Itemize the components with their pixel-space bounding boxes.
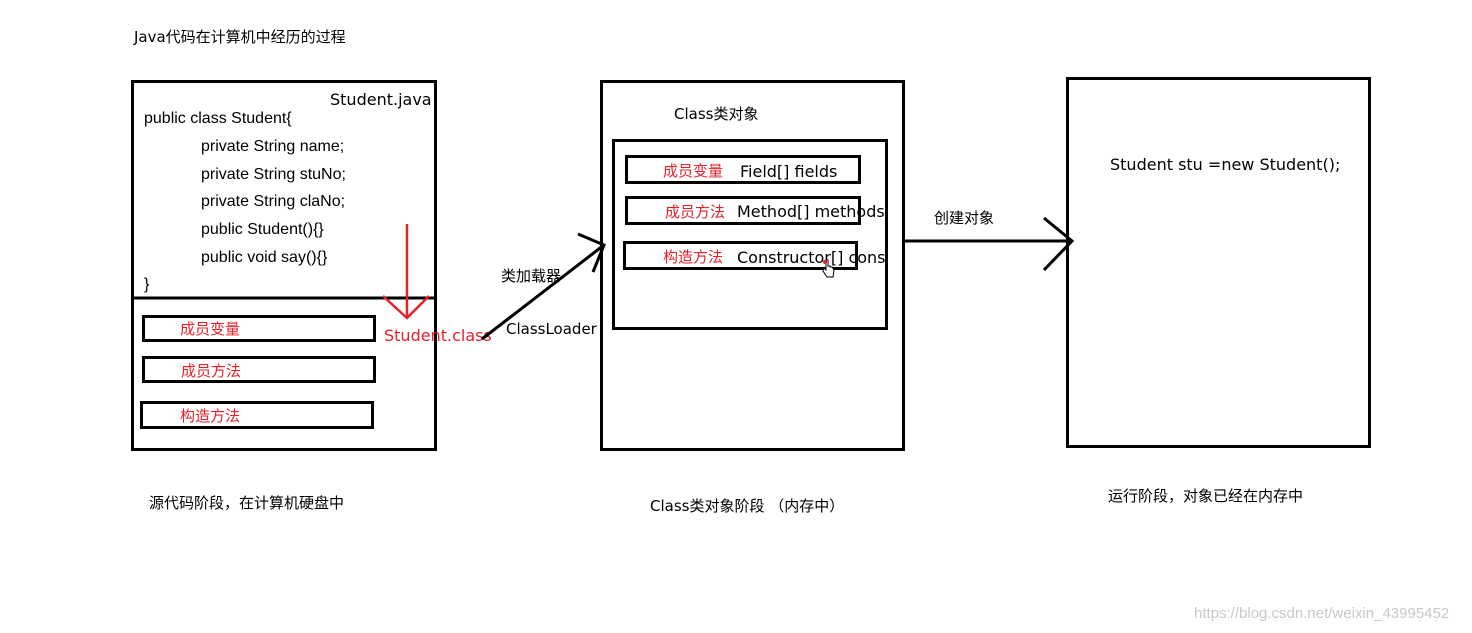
source-member-box-constructors	[140, 401, 374, 429]
code-line-name: private String name;	[201, 138, 345, 155]
code-line-close: }	[144, 276, 150, 293]
class-object-title: Class类对象	[674, 105, 759, 123]
create-object-arrow-icon	[905, 216, 1075, 272]
class-inner-box	[612, 139, 888, 330]
class-stage-box	[600, 80, 905, 451]
class-row-box-constructors	[623, 241, 858, 270]
source-member-constructors: 构造方法	[180, 407, 241, 425]
class-loader-label-en: ClassLoader	[506, 320, 597, 338]
code-line-stuno: private String stuNo;	[201, 166, 346, 183]
class-loader-arrow-icon	[481, 232, 606, 341]
class-row-fields-cn: 成员变量	[663, 162, 724, 180]
class-row-box-fields	[625, 155, 861, 184]
source-stage-caption: 源代码阶段，在计算机硬盘中	[149, 494, 345, 512]
source-member-box-methods	[142, 356, 376, 383]
source-member-box-fields	[142, 315, 376, 342]
compiled-class-label: Student.class	[384, 326, 492, 345]
runtime-code: Student stu =new Student();	[1110, 155, 1341, 174]
code-line-method: public void say(){}	[201, 249, 328, 266]
class-loader-label-cn: 类加载器	[501, 267, 562, 285]
source-member-methods: 成员方法	[181, 362, 242, 380]
class-row-constructors-cn: 构造方法	[663, 248, 724, 266]
source-stage-box	[131, 80, 437, 451]
code-line-class: public class Student{	[144, 110, 292, 127]
create-object-label: 创建对象	[934, 209, 995, 227]
class-row-methods-en: Method[] methods	[737, 202, 885, 221]
runtime-stage-box	[1066, 77, 1371, 448]
page-title: Java代码在计算机中经历的过程	[134, 28, 346, 46]
source-member-fields: 成员变量	[180, 320, 241, 338]
compile-arrow-icon	[382, 224, 430, 320]
source-file-name: Student.java	[330, 90, 432, 109]
watermark-text: https://blog.csdn.net/weixin_43995452	[1194, 605, 1450, 622]
class-row-fields-en: Field[] fields	[740, 162, 838, 181]
code-line-constructor: public Student(){}	[201, 221, 324, 238]
hand-pointer-icon	[822, 259, 835, 278]
class-row-methods-cn: 成员方法	[665, 203, 726, 221]
class-stage-caption: Class类对象阶段 （内存中）	[650, 497, 845, 515]
class-row-box-methods	[625, 196, 861, 225]
code-line-clano: private String claNo;	[201, 193, 346, 210]
class-row-constructors-en: Constructor[] cons	[737, 248, 886, 267]
runtime-stage-caption: 运行阶段，对象已经在内存中	[1108, 487, 1304, 505]
